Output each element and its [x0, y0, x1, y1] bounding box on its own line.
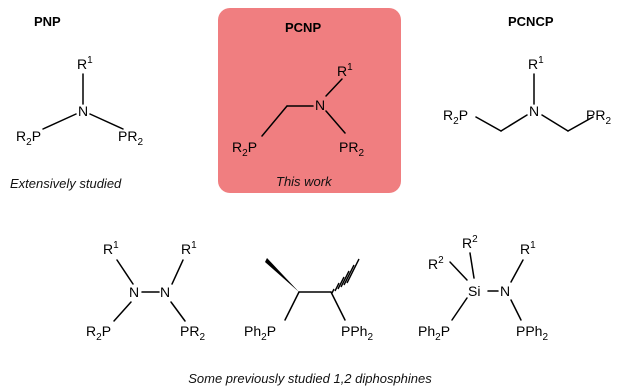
silyl-diphosphine-structure: R2 R2 Si N R1 Ph2P PPh2: [418, 234, 548, 343]
pcnp-highlight-box: [218, 8, 401, 193]
pcnp-caption: This work: [276, 174, 333, 189]
silyl-left-ph2p: Ph2P: [418, 323, 450, 343]
pnp-r1: R1: [77, 55, 93, 72]
hydrazine-r1-right: R1: [181, 240, 197, 257]
silyl-n: N: [500, 283, 510, 299]
silyl-r1: R1: [520, 240, 536, 257]
pcnp-n: N: [315, 97, 325, 113]
hydrazine-r1-left: R1: [103, 240, 119, 257]
pnp-structure: PNP R1 N R2P PR2 Extensively studied: [10, 14, 143, 191]
pnp-right-pr2: PR2: [118, 128, 143, 148]
pcncp-right-pr2: PR2: [586, 107, 611, 127]
ethane-right-pph2: PPh2: [341, 323, 373, 343]
pcncp-n: N: [529, 103, 539, 119]
pcncp-r1: R1: [528, 55, 544, 72]
wedge-bond: [265, 258, 299, 292]
pcnp-title: PCNP: [285, 20, 321, 35]
ethane-diphosphine-structure: Ph2P PPh2: [244, 258, 373, 343]
pcnp-structure: PCNP R1 N R2P PR2 This work: [232, 20, 364, 189]
silyl-right-pph2: PPh2: [516, 323, 548, 343]
pcncp-title: PCNCP: [508, 14, 554, 29]
pcncp-structure: PCNCP R1 N R2P PR2: [443, 14, 611, 132]
pcnp-r1: R1: [337, 62, 353, 79]
hydrazine-diphosphine-structure: R1 R1 N N R2P PR2: [86, 240, 205, 343]
pcnp-left-r2p: R2P: [232, 139, 257, 159]
hashed-bond: [331, 258, 360, 294]
silyl-r2-left: R2: [428, 255, 444, 272]
pnp-n: N: [78, 103, 88, 119]
silyl-r2-top: R2: [462, 234, 478, 251]
hydrazine-left-r2p: R2P: [86, 323, 111, 343]
pcncp-left-r2p: R2P: [443, 107, 468, 127]
hydrazine-n-right: N: [160, 284, 170, 300]
hydrazine-n-left: N: [129, 284, 139, 300]
pnp-title: PNP: [34, 14, 61, 29]
pnp-left-pr2: R2P: [16, 128, 41, 148]
silyl-si: Si: [468, 283, 480, 299]
pcnp-right-pr2: PR2: [339, 139, 364, 159]
bottom-caption: Some previously studied 1,2 diphosphines: [188, 371, 432, 386]
ethane-left-ph2p: Ph2P: [244, 323, 276, 343]
pnp-caption: Extensively studied: [10, 176, 122, 191]
hydrazine-right-pr2: PR2: [180, 323, 205, 343]
